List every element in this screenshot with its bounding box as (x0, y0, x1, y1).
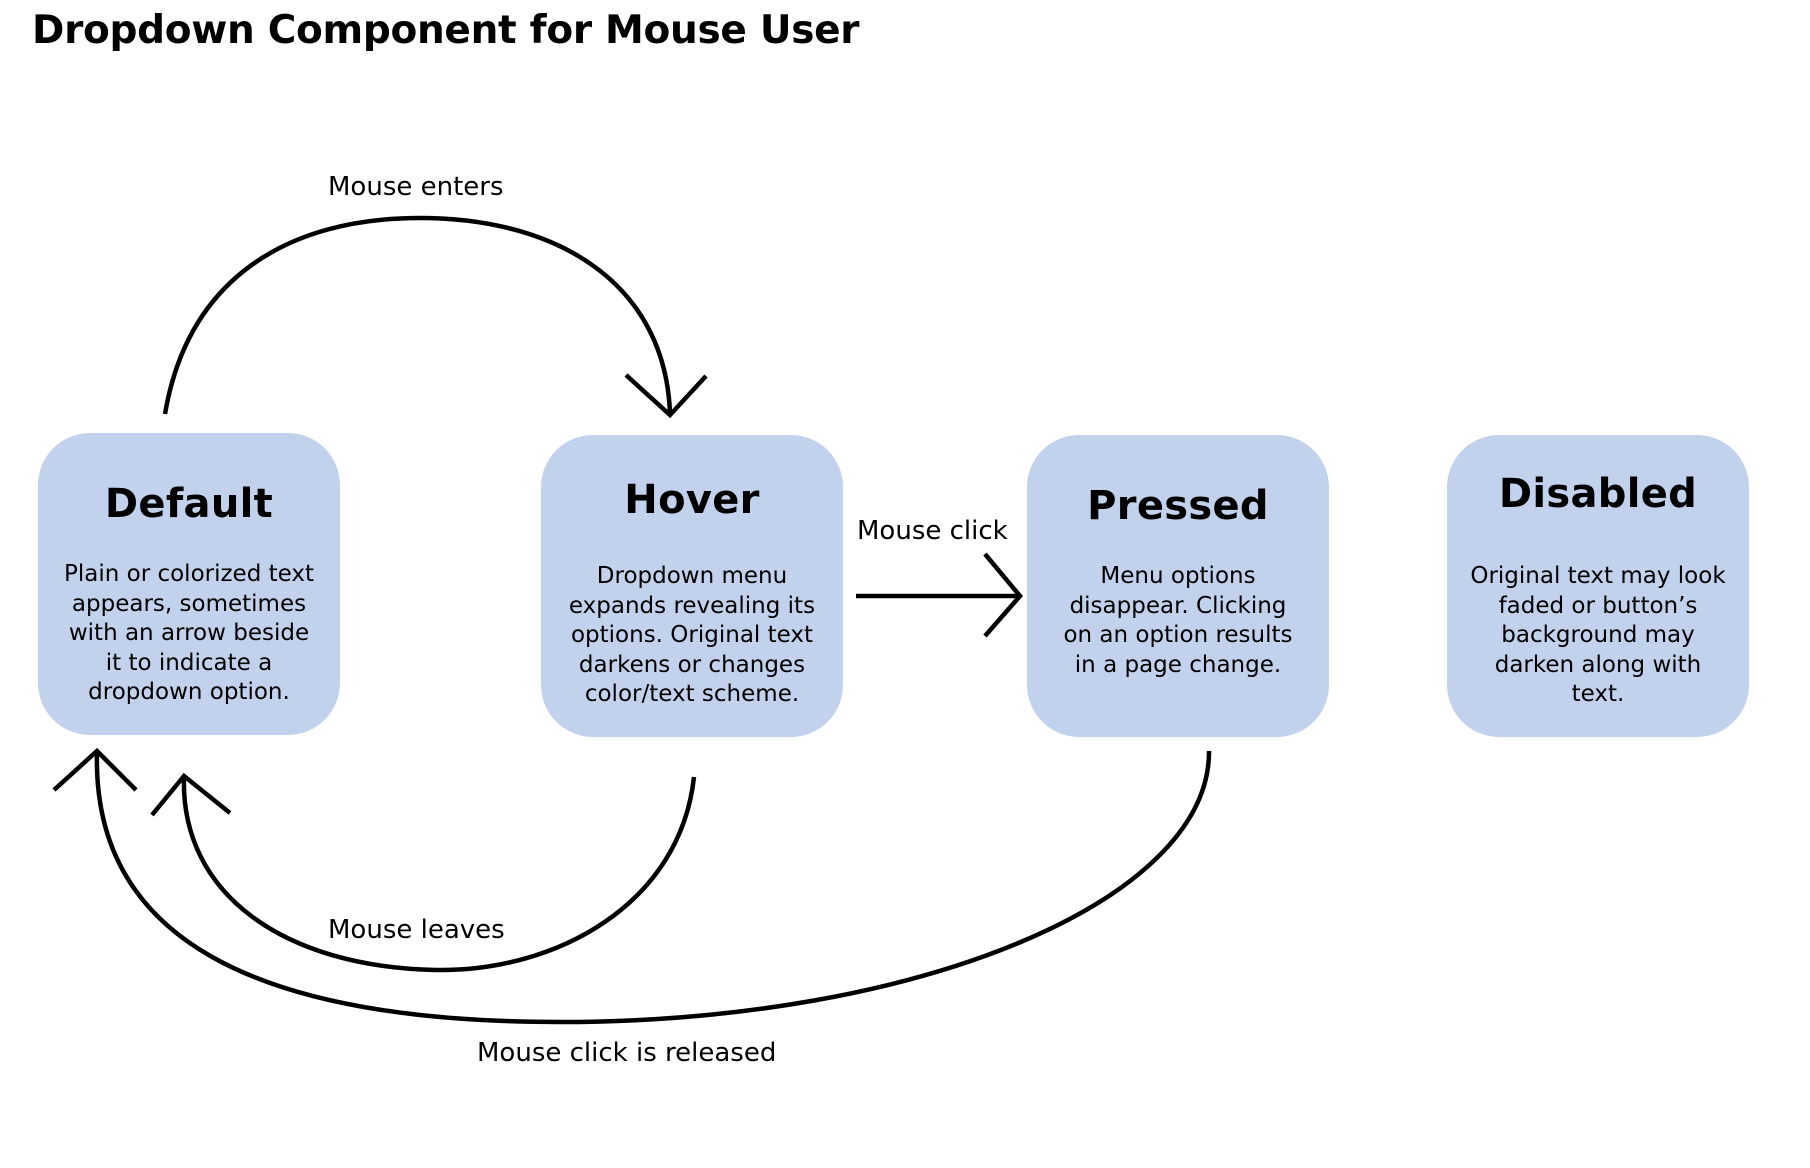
arrow-click-released (94, 750, 1212, 1025)
state-description-default: Plain or colorized text appears, sometim… (63, 561, 315, 705)
page-title: Dropdown Component for Mouse User (32, 8, 860, 53)
state-card-hover: Hover Dropdown menu expands revealing it… (541, 435, 843, 737)
arrow-mouse-leaves (181, 775, 697, 973)
label-mouse-leaves: Mouse leaves (328, 915, 505, 945)
label-mouse-click: Mouse click (857, 516, 1008, 546)
arrowhead-click-released (52, 747, 138, 792)
arrowhead-mouse-enters (624, 373, 708, 419)
state-card-disabled: Disabled Original text may look faded or… (1447, 435, 1749, 737)
state-description-pressed: Menu options disappear. Clicking on an o… (1063, 563, 1293, 678)
state-description-disabled: Original text may look faded or button’s… (1470, 563, 1726, 707)
state-title-default: Default (104, 481, 274, 527)
arrowhead-mouse-leaves (150, 772, 232, 817)
arrowhead-mouse-click (983, 552, 1023, 638)
state-title-pressed: Pressed (1087, 483, 1269, 529)
label-mouse-click-released: Mouse click is released (477, 1038, 777, 1068)
state-card-default: Default Plain or colorized text appears,… (38, 433, 340, 735)
state-title-hover: Hover (624, 477, 760, 523)
label-mouse-enters: Mouse enters (328, 172, 504, 202)
state-title-disabled: Disabled (1498, 471, 1698, 517)
state-card-pressed: Pressed Menu options disappear. Clicking… (1027, 435, 1329, 737)
arrow-mouse-enters (162, 215, 673, 415)
state-description-hover: Dropdown menu expands revealing its opti… (568, 563, 816, 707)
